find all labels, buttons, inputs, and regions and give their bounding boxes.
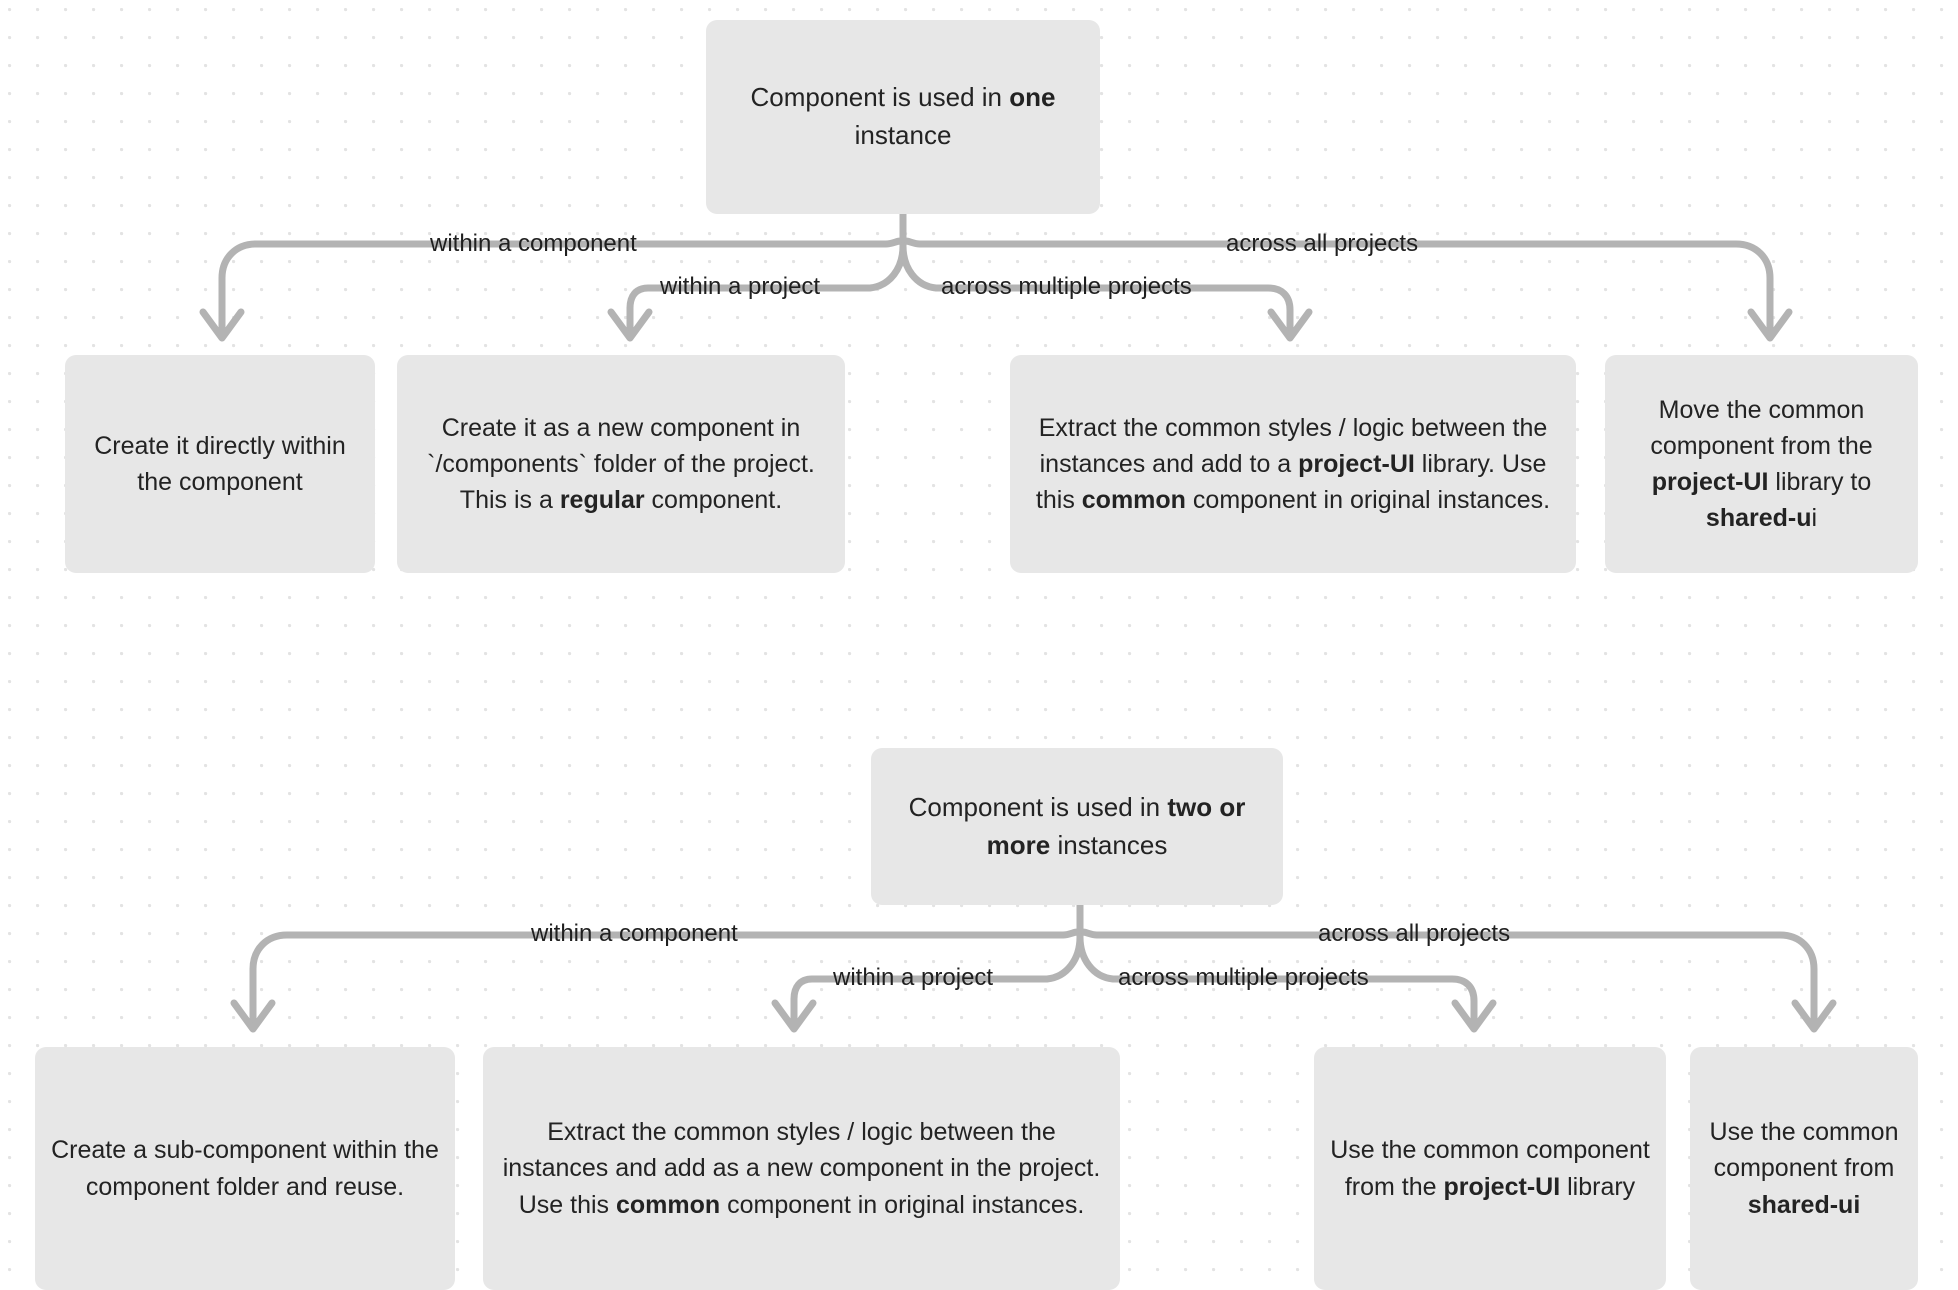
leaf-node-2-across-multiple-projects-text: Use the common component from the projec… [1330,1136,1650,1201]
leaf-node-1-within-a-project-text: Create it as a new component in `/compon… [427,413,815,515]
leaf-node-2-across-multiple-projects[interactable]: Use the common component from the projec… [1314,1047,1666,1290]
edge-label-2-across-multiple-projects: across multiple projects [1118,964,1369,991]
arrowhead-1-a [199,308,245,342]
edge-label-2-within-a-component: within a component [531,920,738,947]
leaf-node-2-within-a-project-text: Extract the common styles / logic betwee… [502,1118,1101,1219]
arrowhead-1-d [1747,308,1793,342]
leaf-node-2-within-a-component-text: Create a sub-component within the compon… [51,1136,439,1201]
leaf-node-2-across-all-projects-text: Use the common component from shared-ui [1709,1118,1899,1219]
arrowhead-2-a [230,999,276,1033]
edge-label-1-within-a-component: within a component [430,230,637,257]
arrowhead-1-b [607,308,653,342]
edge-label-1-within-a-project: within a project [660,273,821,300]
leaf-node-1-across-multiple-projects[interactable]: Extract the common styles / logic betwee… [1010,355,1576,573]
arrowhead-1-c [1267,308,1313,342]
arrowhead-2-d [1791,999,1837,1033]
leaf-node-1-across-all-projects-text: Move the common component from the proje… [1650,395,1873,533]
root-node-one-instance[interactable]: Component is used in one instance [706,20,1100,214]
root-node-one-instance-text: Component is used in one instance [750,82,1056,150]
leaf-node-2-across-all-projects[interactable]: Use the common component from shared-ui [1690,1047,1918,1290]
arrowhead-2-c [1451,999,1497,1033]
leaf-node-2-within-a-component[interactable]: Create a sub-component within the compon… [35,1047,455,1290]
root-node-two-or-more-instances[interactable]: Component is used in two or more instanc… [871,748,1283,905]
root-node-two-or-more-instances-text: Component is used in two or more instanc… [908,791,1246,860]
edge-label-2-across-all-projects: across all projects [1318,920,1511,947]
edge-label-2-within-a-project: within a project [833,964,994,991]
leaf-node-1-within-a-component-text: Create it directly within the component [94,431,346,496]
leaf-node-2-within-a-project[interactable]: Extract the common styles / logic betwee… [483,1047,1120,1290]
leaf-node-1-within-a-component[interactable]: Create it directly within the component [65,355,375,573]
edge-label-1-across-multiple-projects: across multiple projects [941,273,1192,300]
edge-label-1-across-all-projects: across all projects [1226,230,1419,257]
arrowhead-2-b [771,999,817,1033]
leaf-node-1-across-all-projects[interactable]: Move the common component from the proje… [1605,355,1918,573]
leaf-node-1-within-a-project[interactable]: Create it as a new component in `/compon… [397,355,845,573]
leaf-node-1-across-multiple-projects-text: Extract the common styles / logic betwee… [1035,413,1551,515]
